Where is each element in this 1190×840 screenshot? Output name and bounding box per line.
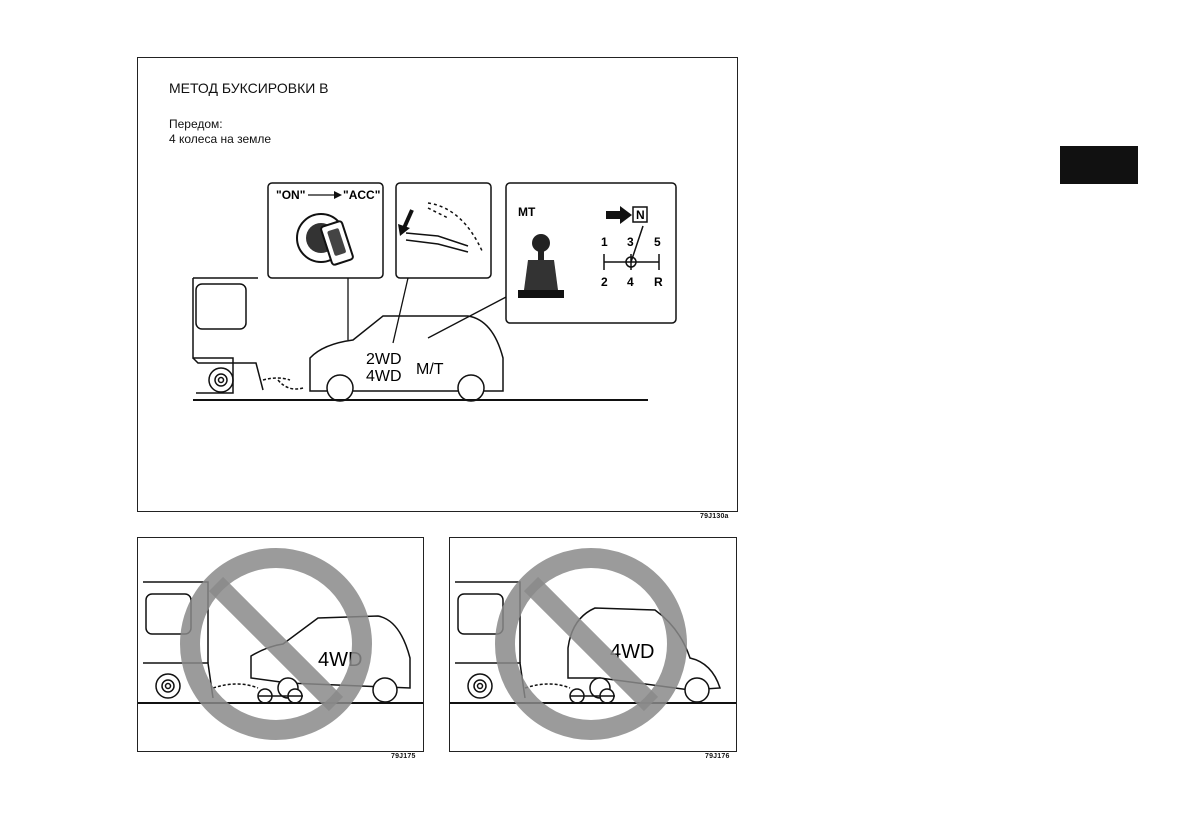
figure-code-left: 79J175 [391,753,416,760]
ignition-from-label: "ON" [276,188,305,202]
prohibited-illustration-left: 4WD [138,538,423,751]
neutral-label: N [636,208,645,222]
tow-truck [193,278,303,393]
prohibited-illustration-right: 4WD [450,538,736,751]
drive-4wd-label: 4WD [366,368,402,385]
car-front-wheel [327,375,353,401]
section-tab-marker [1060,146,1138,184]
gear-1-label: 1 [601,235,608,249]
towing-note-line2: 4 колеса на земле [169,132,271,146]
car-rear-wheel [458,375,484,401]
transmission-label: MT [518,205,536,219]
gear-2-label: 2 [601,275,608,289]
figure-title: МЕТОД БУКСИРОВКИ В [169,80,329,96]
gearbox-label: M/T [416,361,444,378]
towing-note-line1: Передом: [169,117,223,131]
gear-3-label: 3 [627,235,634,249]
inset-gearshift [506,183,676,323]
inset-parking-brake [396,183,491,278]
figure-code-main: 79J130a [700,513,729,520]
gear-5-label: 5 [654,235,661,249]
gear-r-label: R [654,275,663,289]
prohibited-figure-right: 4WD [449,537,737,752]
truck-wheel [209,368,233,392]
figure-code-right: 79J176 [705,753,730,760]
towing-illustration: "ON" "ACC" MT [138,58,737,511]
prohibited-figure-left: 4WD [137,537,424,752]
gear-4-label: 4 [627,275,634,289]
ignition-to-label: "ACC" [343,188,380,202]
drive-2wd-label: 2WD [366,351,402,368]
towed-car [310,316,503,401]
towing-figure-main: "ON" "ACC" MT [137,57,738,512]
